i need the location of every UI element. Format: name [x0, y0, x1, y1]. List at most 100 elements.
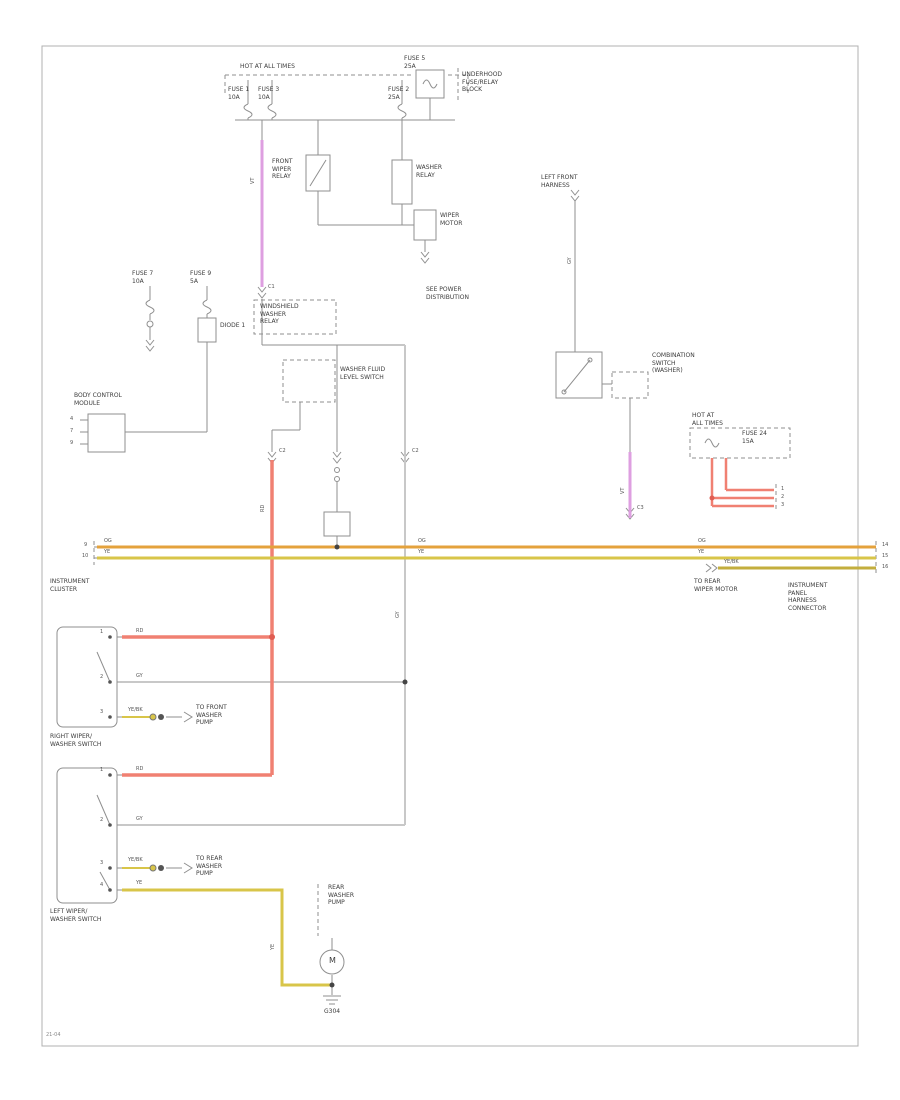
box1-pin-1-label: 1: [100, 629, 104, 635]
hot-at-all-times-label: HOT AT ALL TIMES: [240, 63, 295, 70]
splice-block: [323, 511, 351, 537]
junctions: [108, 495, 715, 988]
red-right-pin-3: 3: [781, 502, 785, 508]
ground-icon: [323, 995, 341, 1005]
pump-arrow-icons: [183, 711, 193, 874]
top-fuse-stubs: [247, 80, 431, 120]
fluid-level-switch-label: WASHER FLUID LEVEL SWITCH: [340, 366, 386, 381]
page-code: 21-04: [46, 1032, 61, 1038]
right-fuse-box: [689, 427, 791, 459]
component-outlines: [56, 69, 603, 975]
instrument-cluster-label: INSTRUMENT CLUSTER: [50, 578, 90, 593]
red-feed-wire: [122, 460, 274, 777]
fuse-2-label: FUSE 2 25A: [388, 86, 410, 101]
right-switch-caption: RIGHT WIPER/ WASHER SWITCH: [50, 733, 102, 748]
bus-right-pin-14: 14: [882, 542, 889, 548]
wire-color-vt-left: VT: [250, 177, 256, 184]
bus-left-pin-10: 10: [82, 553, 89, 559]
fluid-level-switch-box: [282, 359, 336, 403]
gray-junction-dot: [402, 679, 408, 685]
front-wiper-relay-component: [305, 154, 331, 192]
front-wiper-relay-label: FRONT WIPER RELAY: [272, 158, 293, 180]
left-switch-box: [56, 767, 118, 904]
washer-relay-box: [253, 299, 337, 335]
wire-color-ye-bottom: YE: [270, 943, 276, 950]
top-fuse-component: [415, 69, 445, 99]
motor-m-label: M: [329, 956, 336, 965]
windshield-washer-relay-label: WINDSHIELD WASHER RELAY: [260, 303, 299, 325]
fuse-9-label: FUSE 9 5A: [190, 270, 212, 285]
combination-switch-label: COMBINATION SWITCH (WASHER): [652, 352, 695, 374]
wire-color-og-2: OG: [418, 538, 426, 544]
arrow-lead-lines: [166, 716, 182, 869]
wire-color-ye-1: YE: [104, 549, 111, 555]
wire-color-rd-main: RD: [260, 504, 266, 512]
combination-switch-subbox: [611, 371, 649, 399]
ground-label: G304: [324, 1008, 341, 1015]
box1-pin1-dot: [108, 635, 112, 639]
gray-signal-wire: [122, 345, 406, 826]
rear-washer-pump-label: REAR WASHER PUMP: [328, 884, 354, 906]
wire-color-og-1: OG: [104, 538, 112, 544]
box2-pin4-dot: [108, 888, 112, 892]
to-rear-wiper-label: TO REAR WIPER MOTOR: [694, 578, 738, 593]
bus-left-stubs: [94, 546, 97, 559]
switch-contact-1: [561, 389, 567, 395]
wire-color-rd-box2: RD: [136, 766, 144, 772]
box2-pin-3-label: 3: [100, 860, 104, 866]
wire-color-vt-right: VT: [620, 487, 626, 494]
wire-color-yebk-3: YE/BK: [724, 559, 739, 565]
note-center-label: SEE POWER DISTRIBUTION: [426, 286, 469, 301]
box2-pin3-dot: [108, 866, 112, 870]
wiper-motor-label: WIPER MOTOR: [440, 212, 463, 227]
bus-right-pin-15: 15: [882, 553, 889, 559]
diode-component: [197, 317, 217, 343]
feed-right-label: LEFT FRONT HARNESS: [541, 174, 578, 189]
box-pin-stubs: [117, 636, 122, 891]
to-front-washer-pump-label: TO FRONT WASHER PUMP: [196, 704, 227, 726]
red-junction-dot: [269, 634, 275, 640]
relay-links: [317, 191, 426, 252]
fuse-curls: [145, 79, 720, 448]
dashed-boundaries: [93, 68, 877, 936]
splice-circle-2: [334, 476, 340, 482]
bcm-pin-7: 7: [70, 428, 74, 434]
bus-right-pin-16: 16: [882, 564, 889, 570]
combination-switch-component: [555, 351, 603, 399]
connector-c2-label: C2: [279, 448, 286, 454]
right-chain-lines: [574, 201, 631, 452]
connector-c3-label: C3: [637, 505, 644, 511]
bcm-component: [87, 413, 126, 453]
splice-circle-1: [334, 467, 340, 473]
washer-relay-label: WASHER RELAY: [416, 164, 442, 179]
wires: [97, 140, 876, 987]
fluid-switch-output: [271, 402, 301, 452]
orange-bus-junction-dot: [334, 544, 340, 550]
bcm-label: BODY CONTROL MODULE: [74, 392, 122, 407]
wire-color-og-3: OG: [698, 538, 706, 544]
switch-levers: [96, 159, 591, 891]
right-block-label: INSTRUMENT PANEL HARNESS CONNECTOR: [788, 582, 828, 612]
box2-pin-4-label: 4: [100, 882, 104, 888]
box2-pin2-dot: [108, 823, 112, 827]
mid-left-chain: [125, 286, 208, 433]
bus-left-pin-9: 9: [84, 542, 88, 548]
to-rear-washer-pump-label: TO REAR WASHER PUMP: [196, 855, 223, 877]
wire-color-rd-box1: RD: [136, 628, 144, 634]
chip-dark-1: [158, 714, 164, 720]
box1-pin-3-label: 3: [100, 709, 104, 715]
wire-color-yebk-box2: YE/BK: [128, 857, 143, 863]
chip-dark-2: [158, 865, 164, 871]
connector-c2b-label: C2: [412, 448, 419, 454]
fuse-3-label: FUSE 3 10A: [258, 86, 280, 101]
fuse-24-label: FUSE 24 15A: [742, 430, 767, 445]
switch-contact-2: [587, 357, 593, 363]
red-right-pin-2: 2: [781, 494, 785, 500]
box1-pin3-dot: [108, 715, 112, 719]
hot-feed-boundary: [224, 68, 469, 100]
wire-color-gy-right: GY: [567, 257, 573, 264]
fuse-1-label: FUSE 1 10A: [228, 86, 250, 101]
wire-color-ye-box2: YE: [136, 880, 143, 886]
